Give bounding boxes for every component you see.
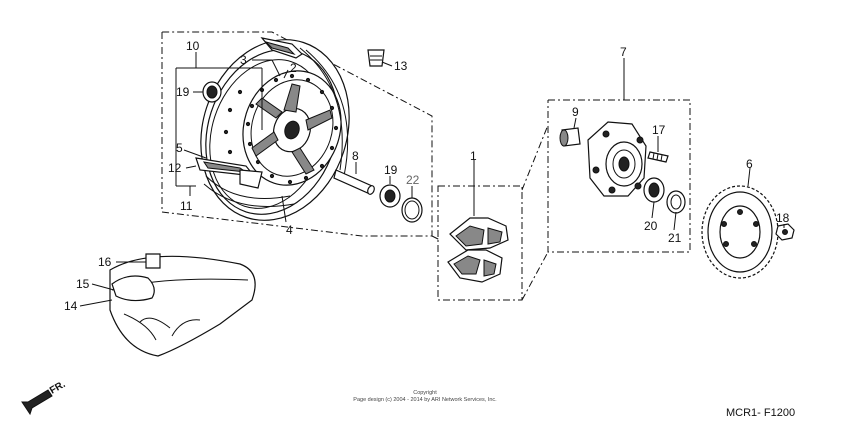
diagram-code: MCR1- F1200 — [726, 407, 795, 419]
callout-17: 17 — [652, 123, 666, 137]
stud-bolt — [647, 151, 669, 163]
rear-splash-guard — [109, 253, 256, 357]
callout-6: 6 — [746, 157, 753, 171]
callout-2: 2 — [290, 61, 297, 75]
callout-19a: 19 — [176, 85, 190, 99]
brake-disc-holes — [223, 73, 339, 185]
callout-7: 7 — [620, 45, 627, 59]
axle-collar — [333, 169, 375, 195]
callout-labels: 10 3 2 13 19 5 12 11 4 8 19 22 1 7 9 17 … — [64, 39, 790, 313]
front-direction-arrow-icon — [21, 389, 53, 416]
flange-collar — [559, 127, 581, 147]
callout-9: 9 — [572, 105, 579, 119]
callout-12: 12 — [168, 161, 182, 175]
bearing-left — [202, 81, 222, 103]
bearing-right — [379, 184, 401, 208]
direction-label: FR. — [48, 379, 68, 397]
callout-22: 22 — [406, 173, 420, 187]
damper-group-outline — [437, 185, 523, 301]
callout-3: 3 — [240, 53, 247, 67]
driven-flange — [587, 121, 647, 197]
callout-14: 14 — [64, 299, 78, 313]
final-driven-sprocket — [701, 185, 779, 279]
callout-20: 20 — [644, 219, 658, 233]
callout-8: 8 — [352, 149, 359, 163]
callout-16: 16 — [98, 255, 112, 269]
callout-11: 11 — [180, 199, 193, 213]
callout-5: 5 — [176, 141, 183, 155]
copyright-line2: Page design (c) 2004 - 2014 by ARI Netwo… — [353, 397, 497, 403]
flange-bearing — [643, 177, 665, 203]
rear-wheel — [195, 37, 350, 221]
leader-lines — [79, 52, 785, 307]
o-ring — [401, 197, 423, 223]
sprocket-nut — [775, 223, 795, 241]
callout-1: 1 — [470, 149, 477, 163]
valve-cap — [367, 49, 385, 67]
callout-13: 13 — [394, 59, 408, 73]
callout-4: 4 — [286, 223, 293, 237]
oil-seal — [666, 190, 686, 214]
callout-15: 15 — [76, 277, 90, 291]
callout-18: 18 — [776, 211, 790, 225]
copyright-line1: Copyright — [413, 390, 437, 396]
callout-21: 21 — [668, 231, 682, 245]
damper-rubbers — [447, 217, 509, 283]
callout-19b: 19 — [384, 163, 398, 177]
flange-group-outline — [547, 99, 691, 253]
callout-10: 10 — [186, 39, 200, 53]
